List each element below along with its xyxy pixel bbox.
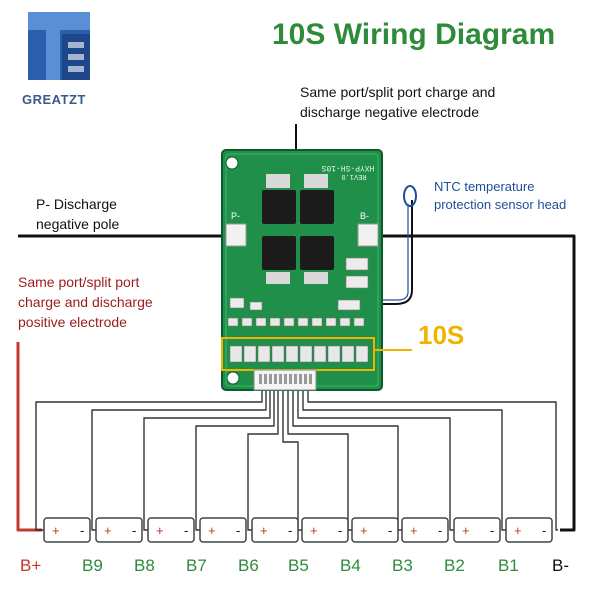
wiring [16,200,576,532]
label-b5: B5 [288,556,309,575]
label-b3: B3 [392,556,413,575]
battery-cell: +- [351,517,399,543]
cell-positive-mark: + [104,523,112,538]
battery-cell: +- [95,517,143,543]
label-b4: B4 [340,556,361,575]
cell-positive-mark: + [52,523,60,538]
battery-cell: +- [301,517,349,543]
callout-line: Same port/split port charge and [300,84,496,100]
callout-line: charge and discharge [18,294,153,310]
bms-board: HXYP-SH-10S REV1.0 P- B- [221,149,412,391]
label-b9: B9 [82,556,103,575]
battery-cell: +- [147,517,195,543]
pad-left-label: P- [231,211,240,221]
pad-right-label: B- [360,211,369,221]
p-discharge-callout: P- Discharge negative pole [36,194,119,234]
cell-positive-mark: + [208,523,216,538]
battery-cell: +- [43,517,91,543]
cell-negative-mark: - [388,523,392,538]
cell-negative-mark: - [288,523,292,538]
balance-wires [35,390,558,531]
battery-cells: +- +- +- +- +- +- +- +- +- +- [43,517,553,543]
positive-electrode-callout: Same port/split port charge and discharg… [18,272,153,332]
brand-name: GREATZT [22,92,86,107]
cell-negative-mark: - [132,523,136,538]
label-b2: B2 [444,556,465,575]
cell-positive-mark: + [514,523,522,538]
series-count-label: 10S [418,320,465,350]
battery-cell: +- [251,517,299,543]
callout-line: P- Discharge [36,196,117,212]
cell-positive-mark: + [462,523,470,538]
board-version: REV1.0 [341,172,366,180]
label-b-minus: B- [552,556,569,575]
negative-electrode-callout: Same port/split port charge and discharg… [300,82,495,122]
cell-negative-mark: - [80,523,84,538]
greatzt-logo [28,12,90,80]
cell-negative-mark: - [338,523,342,538]
callout-line: discharge negative electrode [300,104,480,120]
label-b1: B1 [498,556,519,575]
ntc-callout: NTC temperature protection sensor head [434,178,566,214]
battery-cell: +- [453,517,501,543]
cell-positive-mark: + [410,523,418,538]
cell-negative-mark: - [490,523,494,538]
cell-negative-mark: - [542,523,546,538]
battery-cell: +- [401,517,449,543]
cell-positive-mark: + [310,523,318,538]
battery-cell: +- [199,517,247,543]
b-minus-wire [372,234,576,532]
b-plus-wire [16,342,42,532]
b-minus-pad [357,223,379,247]
cell-negative-mark: - [184,523,188,538]
cell-negative-mark: - [236,523,240,538]
callout-line: positive electrode [18,314,127,330]
callout-line: NTC temperature [434,179,535,194]
label-b7: B7 [186,556,207,575]
label-b6: B6 [238,556,259,575]
callout-line: Same port/split port [18,274,140,290]
cell-negative-mark: - [438,523,442,538]
mosfets [262,190,334,270]
callout-line: protection sensor head [434,197,567,212]
cell-positive-mark: + [360,523,368,538]
board-model: HXYP-SH-10S [321,163,374,172]
page-title: 10S Wiring Diagram [272,18,556,51]
label-b8: B8 [134,556,155,575]
label-b-plus: B+ [20,556,42,575]
ntc-wire [370,200,413,305]
cell-positive-mark: + [260,523,268,538]
ntc-sensor-head [403,185,417,207]
cell-positive-mark: + [156,523,164,538]
battery-cell: +- [505,517,553,543]
p-minus-pad [225,223,247,247]
callout-line: negative pole [36,216,120,232]
